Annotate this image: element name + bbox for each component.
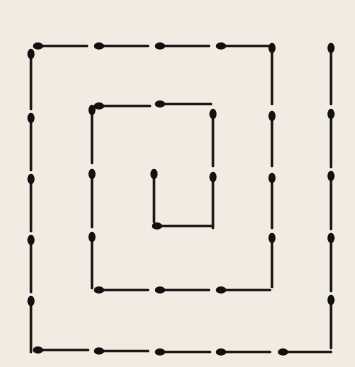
matchstick-head <box>327 171 334 181</box>
matchstick-head <box>88 169 95 179</box>
matchstick-head <box>155 42 165 49</box>
matchstick-head <box>209 172 216 182</box>
matchstick-head <box>27 235 34 245</box>
matchstick-head <box>216 286 226 293</box>
matchstick-head <box>27 174 34 184</box>
matchstick-head <box>268 173 275 183</box>
matchstick-head <box>27 296 34 306</box>
matchstick-head <box>155 348 165 355</box>
matchstick-head <box>94 102 104 109</box>
matchstick-head <box>94 347 104 354</box>
matchstick-head <box>33 42 43 49</box>
matchstick-head <box>216 348 226 355</box>
matchstick-head <box>152 222 162 229</box>
matchstick-head <box>268 43 275 53</box>
matchstick-head <box>155 286 165 293</box>
matchstick-head <box>209 109 216 119</box>
matchstick-head <box>94 42 104 49</box>
matchstick-head <box>33 346 43 353</box>
matchstick-head <box>327 43 334 53</box>
matchstick-head <box>150 169 157 179</box>
matchstick-head <box>327 109 334 119</box>
matchstick-head <box>268 111 275 121</box>
matchstick-head <box>88 232 95 242</box>
matchstick-head <box>268 233 275 243</box>
matchstick-head <box>278 348 288 355</box>
matchstick-head <box>216 42 226 49</box>
matchstick-head <box>327 233 334 243</box>
matchstick-head <box>155 100 165 107</box>
matchstick-head <box>94 286 104 293</box>
matchstick-head <box>27 113 34 123</box>
matchstick-head <box>327 295 334 305</box>
matchstick-head <box>27 49 34 59</box>
